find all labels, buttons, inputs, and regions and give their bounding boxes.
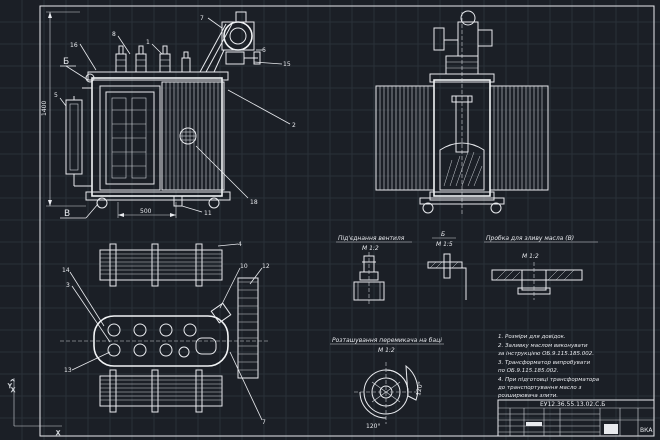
detail-weld-title: Б xyxy=(441,231,445,238)
tank-lid xyxy=(87,71,229,81)
callout-12: 12 xyxy=(262,263,270,270)
detail-drain-scale: М 1:2 xyxy=(522,253,539,260)
note-line-7: до транспортування масло з xyxy=(497,385,582,391)
radiator-side-left xyxy=(375,85,435,191)
title-block: ЕУ12.36.55.13.02.С.Б ВКА xyxy=(497,399,655,437)
callout-7-top: 7 xyxy=(200,15,204,22)
front-view: 1400 500 Б В 16 5 8 7 6 15 2 xyxy=(41,11,296,219)
side-view xyxy=(375,10,549,214)
svg-text:X: X xyxy=(11,387,15,394)
detail-valve-scale: М 1:2 xyxy=(362,245,379,252)
callout-4: 4 xyxy=(238,241,242,248)
conservator-front xyxy=(199,11,261,73)
note-line-4: 3. Трансформатор випробувати xyxy=(498,360,590,366)
detail-switch-scale: М 1:2 xyxy=(378,347,395,354)
tank-base xyxy=(85,191,231,201)
dim-height-text: 1400 xyxy=(41,101,48,116)
svg-text:X: X xyxy=(56,430,60,437)
callout-14: 14 xyxy=(62,267,70,274)
callout-7-bottom: 7 xyxy=(262,419,266,426)
radiator-front xyxy=(161,81,225,191)
title-field-fill xyxy=(526,422,542,426)
wheel-right-front xyxy=(208,197,220,209)
callout-16: 16 xyxy=(70,42,78,49)
ucs-icon: Y ^ X X xyxy=(7,378,62,437)
detail-switch: Розташування перемикача на баці М 1:2 12… xyxy=(330,337,444,430)
switch-angle-2: 120° xyxy=(366,423,380,430)
svg-text:^: ^ xyxy=(10,379,15,386)
detail-valve: Під'єднання вентиля М 1:2 xyxy=(336,235,412,306)
callout-15: 15 xyxy=(283,61,291,68)
callout-5: 5 xyxy=(54,92,58,99)
sheet-frame xyxy=(39,5,655,437)
detail-drain-title: Пробка для зливу масла (В) xyxy=(486,235,574,242)
detail-switch-title: Розташування перемикача на баці xyxy=(332,337,442,344)
callout-10: 10 xyxy=(240,263,248,270)
callout-9: 8 xyxy=(112,31,116,38)
detail-oil-drain: Пробка для зливу масла (В) М 1:2 xyxy=(484,235,598,300)
svg-text:Y: Y xyxy=(7,383,12,390)
detail-valve-title: Під'єднання вентиля xyxy=(338,235,405,242)
callout-2: 2 xyxy=(292,122,296,129)
note-line-5: по ОБ.9.115.185.002. xyxy=(498,368,559,374)
callout-13: 13 xyxy=(64,367,72,374)
width-dimension: 500 xyxy=(117,202,177,218)
note-line-1: 1. Розміри для довідок. xyxy=(498,334,566,340)
bushings-front xyxy=(115,45,191,73)
note-line-2: 2. Заливку маслом виконувати xyxy=(498,343,588,349)
radiator-side-right xyxy=(489,85,549,191)
oil-gauge-front xyxy=(65,73,95,187)
section-mark-b: Б xyxy=(63,57,69,67)
wheel-left-front xyxy=(96,197,108,209)
drain-valve-front xyxy=(173,195,183,207)
conservator-side xyxy=(457,21,479,57)
callout-6: 6 xyxy=(262,47,266,54)
technical-notes: 1. Розміри для довідок. 2. Заливку масло… xyxy=(497,334,600,399)
callout-3: 3 xyxy=(66,282,70,289)
switch-angle-1: 120° xyxy=(415,381,424,396)
title-code: ЕУ12.36.55.13.02.С.Б xyxy=(540,401,605,408)
dim-width-text: 500 xyxy=(140,208,152,215)
title-sheet: ВКА xyxy=(640,427,653,434)
detail-weld: Б М 1:5 xyxy=(427,231,467,300)
note-line-3: за інструкцією ОБ.9.115.185.002. xyxy=(498,351,594,357)
note-line-6: 4. При підготовці трансформатора xyxy=(498,377,600,383)
callout-18: 18 xyxy=(250,199,258,206)
title-logo-block xyxy=(604,424,618,434)
plan-view: 4 10 12 14 3 13 7 xyxy=(60,241,270,426)
callout-1: 1 xyxy=(146,39,150,46)
section-mark-v: В xyxy=(64,209,70,219)
note-line-8: розширювача злити. xyxy=(497,393,558,399)
height-dimension: 1400 xyxy=(41,11,86,207)
tank-body xyxy=(91,77,223,197)
detail-weld-scale: М 1:5 xyxy=(436,241,453,248)
callout-11: 11 xyxy=(204,210,212,217)
core-outline xyxy=(99,85,161,191)
radiator-plan-top xyxy=(99,249,223,281)
radiator-plan-side xyxy=(237,277,259,379)
radiator-plan-bottom xyxy=(99,375,223,407)
